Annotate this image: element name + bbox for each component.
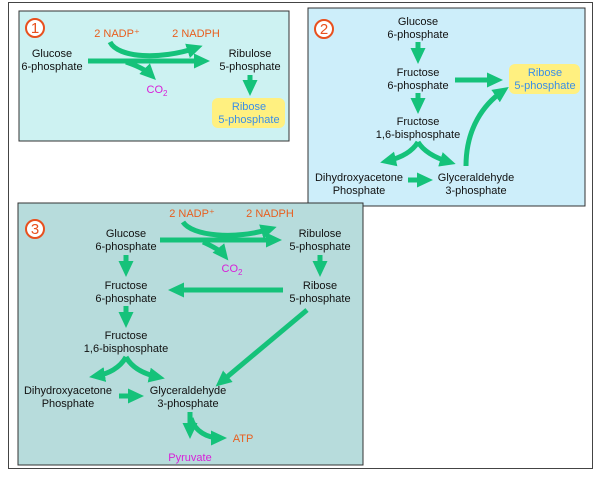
panel-1-arrow-to-co2 <box>125 59 156 80</box>
panel-2: 2 Glucose 6-phosphate Fructose 6-phospha… <box>307 7 586 207</box>
panel-2-g3p-line1: Glyceraldehyde <box>438 172 514 184</box>
panel-3-nadp-label: 2 NADP⁺ <box>169 208 215 220</box>
panel-2-fructose6p-line1: Fructose <box>397 67 440 79</box>
panel-3-g3p-line1: Glyceraldehyde <box>150 385 226 397</box>
panel-1-co2-label: CO2 <box>147 84 169 98</box>
panel-3-number-badge <box>25 219 45 239</box>
panel-3-atp-label: ATP <box>233 433 254 445</box>
panel-1-ribose-highlight <box>212 98 285 128</box>
panel-3-arrow-to-co2 <box>201 239 229 261</box>
panel-3-arrow-fbp-to-g3p <box>123 355 165 383</box>
panel-2-background <box>307 7 586 207</box>
panel-3-co2-label: CO2 <box>222 263 244 277</box>
panel-3-ribose-line1: Ribose <box>303 280 337 292</box>
panel-3-fructose6p-line1: Fructose <box>105 280 148 292</box>
panel-2-fbp-line2: 1,6-bisphosphate <box>376 129 460 141</box>
panel-2-dhap-line1: Dihydroxyacetone <box>315 172 403 184</box>
panel-2-number: 2 <box>320 21 328 38</box>
panel-1-number: 1 <box>31 20 39 37</box>
panel-2-glucose6p-line2: 6-phosphate <box>387 29 448 41</box>
panel-3-pyruvate-label: Pyruvate <box>168 452 211 464</box>
panel-2-ribose-line2: 5-phosphate <box>514 80 575 92</box>
panel-3: 3 2 NADP⁺ 2 NADPH Glucose 6-phosphate Ri… <box>17 202 364 466</box>
panel-2-dhap-line2: Phosphate <box>333 185 386 197</box>
panel-2-ribose-highlight <box>509 64 580 94</box>
panel-2-ribose-line1: Ribose <box>528 67 562 79</box>
panel-2-fbp-line1: Fructose <box>397 116 440 128</box>
panel-2-arrow-fbp-to-dhap <box>380 140 421 167</box>
panel-3-glucose6p-line2: 6-phosphate <box>95 241 156 253</box>
panel-1-glucose6p-line2: 6-phosphate <box>21 61 82 73</box>
panel-1-ribulose-line2: 5-phosphate <box>219 61 280 73</box>
panel-1-nadp-label: 2 NADP⁺ <box>94 28 140 40</box>
panel-3-arrow-fbp-to-dhap <box>89 355 129 382</box>
panel-1-arrow-nadp-to-nadph <box>107 40 203 59</box>
panel-3-dhap-line1: Dihydroxyacetone <box>24 385 112 397</box>
panel-2-fructose6p-line2: 6-phosphate <box>387 80 448 92</box>
panel-3-arrow-ribose-to-g3p <box>215 308 309 387</box>
panel-2-g3p-line2: 3-phosphate <box>445 185 506 197</box>
panel-3-ribose-line2: 5-phosphate <box>289 293 350 305</box>
panel-1-ribose-line1: Ribose <box>232 101 266 113</box>
panel-1-nadph-label: 2 NADPH <box>172 28 220 40</box>
panel-1-number-badge <box>25 18 45 38</box>
panel-3-ribulose-line2: 5-phosphate <box>289 241 350 253</box>
panel-2-arrow-g3p-to-ribose <box>463 87 509 167</box>
panel-2-glucose6p-line1: Glucose <box>398 16 438 28</box>
panel-3-fbp-line2: 1,6-bisphosphate <box>84 343 168 355</box>
panel-1: 1 2 NADP⁺ 2 NADPH Glucose 6-phosphate Ri… <box>18 10 290 142</box>
panel-3-arrow-nadp-to-nadph <box>180 220 277 239</box>
panel-3-fructose6p-line2: 6-phosphate <box>95 293 156 305</box>
panel-3-dhap-line2: Phosphate <box>42 398 95 410</box>
panel-3-nadph-label: 2 NADPH <box>246 208 294 220</box>
panel-2-arrow-fbp-to-g3p <box>415 140 456 167</box>
panel-3-fbp-line1: Fructose <box>105 330 148 342</box>
panel-3-arrow-to-atp <box>188 417 227 446</box>
panel-3-ribulose-line1: Ribulose <box>299 228 342 240</box>
panel-1-ribose-line2: 5-phosphate <box>218 114 279 126</box>
panel-3-glucose6p-line1: Glucose <box>106 228 146 240</box>
panel-3-number: 3 <box>31 221 39 238</box>
panel-2-number-badge <box>314 19 334 39</box>
panel-1-glucose6p-line1: Glucose <box>32 48 72 60</box>
panel-1-ribulose-line1: Ribulose <box>229 48 272 60</box>
panel-3-g3p-line2: 3-phosphate <box>157 398 218 410</box>
